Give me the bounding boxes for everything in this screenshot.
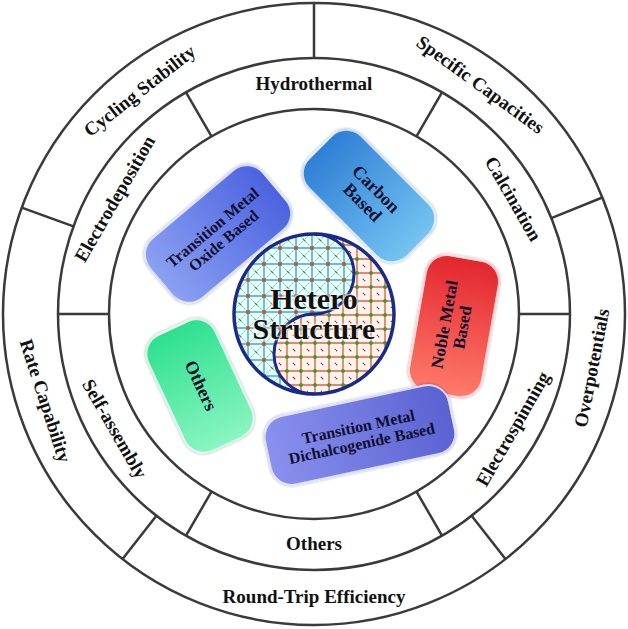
ring-divider — [123, 516, 157, 559]
ring-divider — [313, 3, 316, 58]
outer-ring — [3, 3, 625, 625]
category-label: Hetero Structure — [239, 284, 389, 344]
ring-segment: Hydrothermal — [253, 72, 376, 96]
middle-ring — [58, 58, 570, 570]
ring-segment: Others — [283, 532, 345, 556]
ring-segment: Round-Trip Efficiency — [220, 585, 409, 609]
ring-dividers — [22, 3, 603, 559]
ring-divider — [186, 492, 212, 536]
core-circle-label: Hetero Structure — [234, 234, 394, 394]
ring-divider — [417, 492, 443, 536]
ring-divider — [186, 92, 212, 136]
ring-label: Hydrothermal — [253, 72, 376, 96]
category-label: Others — [180, 358, 220, 414]
ring-divider — [417, 92, 443, 136]
ring-divider — [22, 208, 74, 227]
core-outline — [234, 234, 394, 394]
ring-divider — [519, 313, 570, 316]
ring-divider — [551, 197, 602, 218]
ring-divider — [58, 313, 109, 316]
core-circle — [234, 234, 394, 394]
inner-ring — [109, 109, 519, 519]
ring-label: Others — [283, 532, 345, 556]
ring-divider — [472, 516, 506, 559]
category-label: Noble Metal Based — [426, 266, 482, 386]
ring-label: Round-Trip Efficiency — [220, 585, 409, 609]
